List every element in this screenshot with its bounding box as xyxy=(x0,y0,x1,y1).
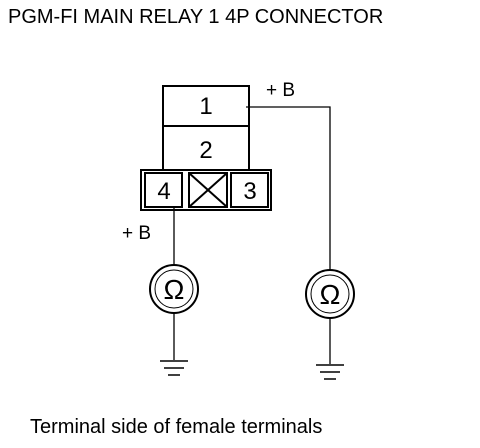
ohm-symbol: Ω xyxy=(320,279,341,310)
pin-3-number: 3 xyxy=(243,178,256,205)
ohmmeter-icon: Ω xyxy=(305,269,355,319)
bottom-row-frame xyxy=(140,169,272,211)
pin-2-number: 2 xyxy=(199,137,212,164)
ground-icon xyxy=(160,360,188,376)
diagram-title: PGM-FI MAIN RELAY 1 4P CONNECTOR xyxy=(8,6,384,28)
blank-terminal-icon xyxy=(188,172,228,208)
plus-b-label-pin4: + B xyxy=(122,223,151,244)
wire-pin1-to-meter xyxy=(246,106,331,270)
pin-1-number: 1 xyxy=(199,93,212,120)
ohm-symbol: Ω xyxy=(164,274,185,305)
plus-b-label-pin1: + B xyxy=(266,80,295,101)
pin-4-number: 4 xyxy=(157,178,170,205)
ground-icon xyxy=(316,364,344,380)
ohmmeter-icon: Ω xyxy=(149,264,199,314)
pin-4-cell xyxy=(144,172,183,208)
pin-3-cell xyxy=(230,172,269,208)
diagram-caption: Terminal side of female terminals xyxy=(30,416,323,438)
